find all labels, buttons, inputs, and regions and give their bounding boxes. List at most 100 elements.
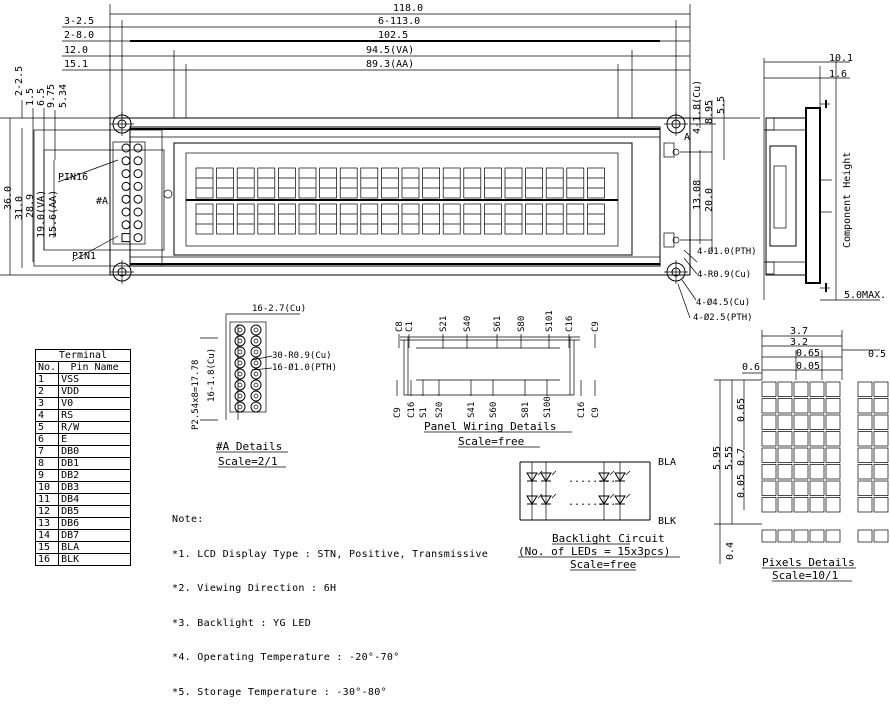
pixel-grid	[761, 381, 889, 543]
pixel-dot	[793, 447, 809, 463]
backlight-led-count: (No. of LEDs = 15x3pcs)	[518, 545, 670, 558]
detail-pin-hole	[237, 371, 243, 377]
pixel-dot	[777, 431, 793, 447]
panel-top-label: S80	[517, 316, 527, 332]
pixel-dot-area-height: 5.55	[724, 446, 735, 470]
detail-pin-pad	[250, 357, 262, 369]
terminal-pin-number: 16	[34, 553, 60, 566]
character-cell	[422, 167, 440, 199]
pixels-scale: Scale=10/1	[772, 569, 838, 582]
character-cell	[257, 203, 276, 235]
component-height-label: Component Height	[842, 152, 853, 248]
character-cell	[442, 167, 461, 199]
detail-pin-hole	[237, 404, 243, 410]
panel-top-label: C1	[405, 321, 415, 332]
pixel-dot	[793, 431, 809, 447]
dim-viewing-area: 94.5(VA)	[366, 45, 414, 56]
character-cell	[319, 167, 337, 199]
character-cell	[339, 167, 358, 199]
panel-wiring-title: Panel Wiring Details	[424, 420, 556, 433]
dim-aa-height: 15.6(AA)	[48, 190, 59, 238]
detail-pin-hole	[253, 327, 259, 333]
pixel-dot	[873, 431, 889, 447]
dim-right-2: 5.5	[716, 96, 727, 114]
dim-left-3: 9.75	[46, 84, 57, 108]
led-diode-icon	[540, 470, 557, 482]
pixel-dot	[793, 497, 809, 513]
pixel-dot	[809, 464, 825, 480]
pixel-cursor-height: 0.7	[736, 448, 747, 466]
character-cell	[339, 203, 358, 235]
detail-a-pad-label: 30-R0.9(Cu)	[272, 351, 332, 361]
character-cell	[484, 167, 502, 199]
pixel-dot	[809, 447, 825, 463]
dim-active-area: 89.3(AA)	[366, 59, 414, 70]
cursor-dot	[857, 529, 873, 543]
panel-top-label: C9	[591, 321, 601, 332]
terminal-pin-number: 3	[34, 397, 60, 410]
terminal-pin-number: 7	[34, 445, 60, 458]
detail-pin-hole	[237, 360, 243, 366]
pin-pad	[121, 220, 131, 230]
pixel-dot	[777, 464, 793, 480]
character-cell	[298, 167, 317, 199]
pixel-char-gap: 0.6	[742, 362, 760, 373]
pin-pad	[133, 156, 143, 166]
panel-top-label: S40	[463, 316, 473, 332]
detail-pin-hole	[253, 371, 259, 377]
pixel-dot	[857, 431, 873, 447]
panel-top-label: S101	[545, 310, 555, 332]
terminal-pin-name: VSS	[58, 373, 131, 386]
panel-bottom-label: C9	[591, 407, 601, 418]
cursor-dot	[777, 529, 793, 543]
terminal-pin-name: DB3	[58, 481, 131, 494]
panel-bottom-label: C16	[407, 402, 417, 418]
dim-edge-offset: 3-2.5	[64, 16, 94, 27]
detail-pin-pad	[250, 368, 262, 380]
panel-bottom-label: C16	[577, 402, 587, 418]
pixel-right-gap: 0.5	[868, 349, 886, 360]
detail-pin-pad	[250, 401, 262, 413]
pixel-dot	[825, 398, 841, 414]
pin-pad-square	[121, 233, 131, 243]
pixel-dot	[793, 398, 809, 414]
detail-a-col-label: 16-1.8(Cu)	[207, 348, 217, 402]
pixel-dot	[809, 497, 825, 513]
dim-max-height: 5.0MAX.	[844, 290, 886, 301]
character-cell	[566, 203, 585, 235]
backlight-cathode-label: BLK	[658, 516, 676, 527]
mounting-hole-bl	[110, 260, 134, 284]
note-item: *5. Storage Temperature : -30°-80°	[172, 686, 387, 698]
svg-text:........: ........	[568, 474, 616, 485]
pixel-dot	[761, 480, 777, 496]
hole-label-cu: 4-Ø4.5(Cu)	[696, 297, 750, 308]
cursor-dot	[809, 529, 825, 543]
detail-a-pins	[229, 321, 267, 413]
note-item: *1. LCD Display Type : STN, Positive, Tr…	[172, 548, 489, 560]
dim-left-hole-offset: 2-2.5	[14, 66, 25, 96]
dim-right-1: 8.95	[704, 100, 715, 124]
terminal-pin-number: 10	[34, 481, 60, 494]
detail-a: 16-2.7(Cu) P2.54x8=17.78 16-1.8(Cu) 30-R…	[191, 304, 337, 468]
terminal-pin-name: E	[58, 433, 131, 446]
terminal-pin-number: 4	[34, 409, 60, 422]
pixel-dot	[793, 381, 809, 397]
panel-wiring-scale: Scale=free	[458, 435, 524, 448]
led-diode-icon	[526, 470, 543, 482]
backlight-scale: Scale=free	[570, 558, 636, 571]
detail-pin-hole	[253, 360, 259, 366]
led-array	[526, 462, 631, 520]
character-cell	[525, 167, 543, 199]
pixel-dot	[793, 464, 809, 480]
character-cell	[381, 167, 399, 199]
pin-pad	[121, 181, 131, 191]
terminal-pin-number: 14	[34, 529, 60, 542]
cursor-dot	[873, 529, 889, 543]
hole-label-r: 4-R0.9(Cu)	[697, 270, 751, 280]
dim-hole-pitch: 6-113.0	[378, 16, 420, 27]
pixel-dot	[873, 447, 889, 463]
